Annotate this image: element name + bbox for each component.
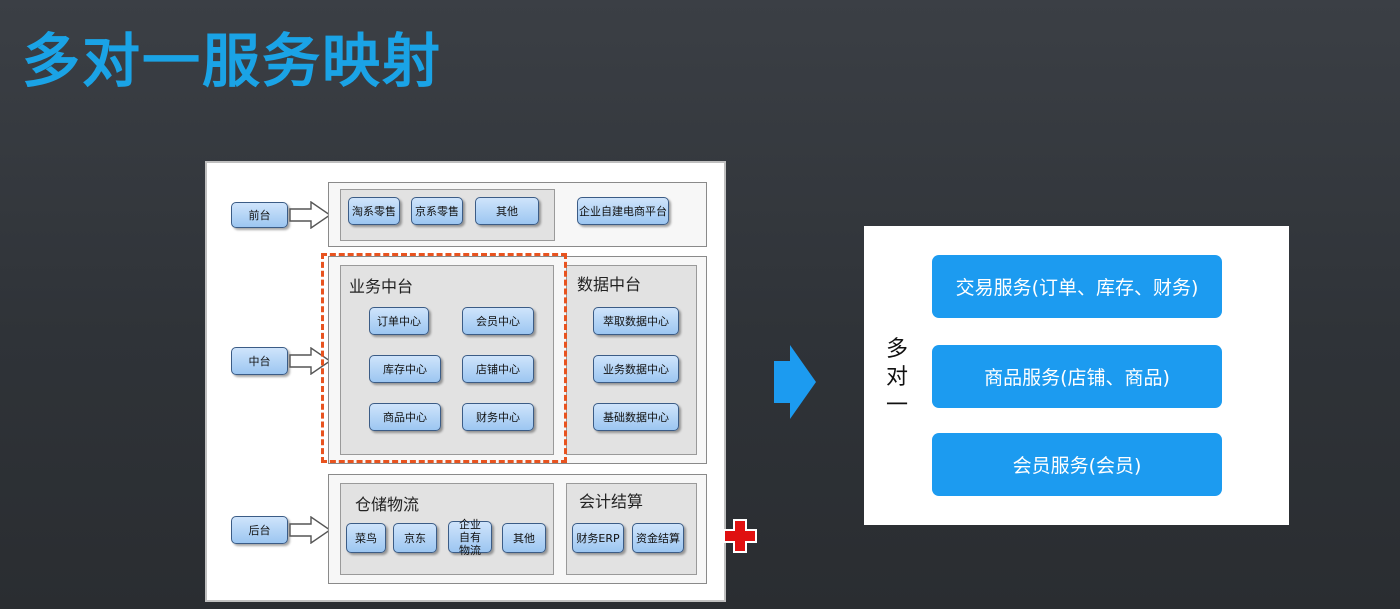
accounting-chip: 财务ERP (572, 523, 624, 553)
service-product: 商品服务(店铺、商品) (932, 345, 1222, 408)
layer-front: 前台 (231, 202, 288, 228)
data-chip: 业务数据中心 (593, 355, 679, 383)
slide-title: 多对一服务映射 (22, 27, 443, 95)
logistics-chip: 京东 (393, 523, 437, 553)
business-chip: 商品中心 (369, 403, 441, 431)
business-center-highlight (321, 253, 567, 463)
label-char: 多 (885, 337, 908, 362)
label-char: 一 (885, 393, 908, 418)
business-chip: 财务中心 (462, 403, 534, 431)
accounting-chip: 资金结算 (632, 523, 684, 553)
middle-arrow-icon (289, 347, 331, 375)
business-chip: 订单中心 (369, 307, 429, 335)
data-chip: 基础数据中心 (593, 403, 679, 431)
cursor-marker-icon (723, 519, 757, 553)
label-char: 对 (885, 365, 908, 390)
service-mapping-panel: 多 对 一 交易服务(订单、库存、财务) 商品服务(店铺、商品) 会员服务(会员… (864, 226, 1289, 525)
data-center-title: 数据中台 (577, 275, 642, 294)
logistics-chip: 企业自有物流 (448, 518, 492, 557)
many-to-one-label: 多 对 一 (882, 336, 912, 420)
business-chip: 店铺中心 (462, 355, 534, 383)
architecture-diagram: 前台 中台 后台 淘系零售 京系零售 其他 企业自建电商平台 业务中台 订单中心… (205, 161, 726, 602)
service-trade: 交易服务(订单、库存、财务) (932, 255, 1222, 318)
business-center-title: 业务中台 (349, 277, 414, 296)
front-arrow-icon (289, 201, 331, 229)
mapping-arrow-icon (774, 345, 816, 419)
front-chip: 企业自建电商平台 (577, 197, 669, 225)
layer-back: 后台 (231, 516, 288, 544)
front-chip: 其他 (475, 197, 539, 225)
business-chip: 会员中心 (462, 307, 534, 335)
logistics-title: 仓储物流 (355, 495, 420, 514)
logistics-chip: 其他 (502, 523, 546, 553)
layer-middle: 中台 (231, 347, 288, 375)
accounting-title: 会计结算 (579, 492, 644, 511)
front-chip: 淘系零售 (348, 197, 400, 225)
back-arrow-icon (289, 516, 331, 544)
data-chip: 萃取数据中心 (593, 307, 679, 335)
logistics-chip: 菜鸟 (346, 523, 386, 553)
front-chip: 京系零售 (411, 197, 463, 225)
business-chip: 库存中心 (369, 355, 441, 383)
service-member: 会员服务(会员) (932, 433, 1222, 496)
